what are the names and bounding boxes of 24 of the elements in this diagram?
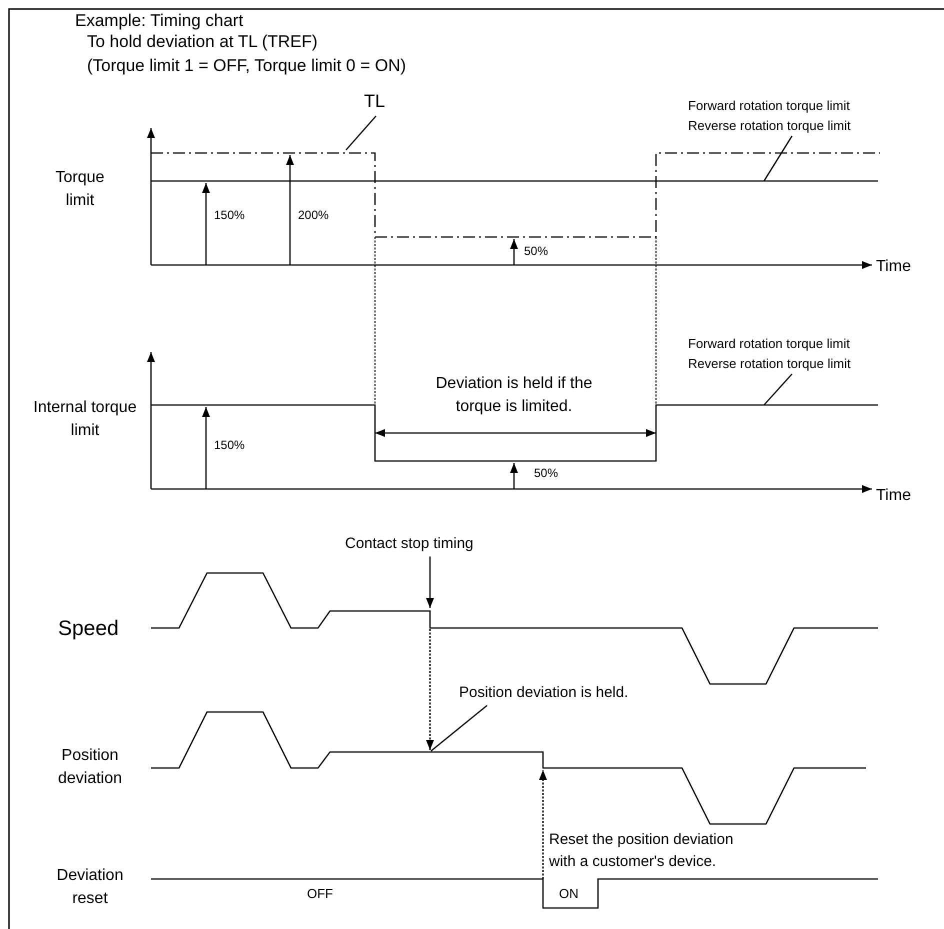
leader-line (764, 374, 792, 406)
value-label: 200% (298, 207, 329, 224)
leader-line (346, 116, 376, 150)
axis-label: Internal torque limit (32, 398, 138, 442)
value-label: 150% (214, 437, 245, 454)
subtitle: To hold deviation at TL (TREF) (87, 31, 318, 53)
signal-label: Position deviation (56, 746, 124, 790)
signal-label: Deviation reset (56, 866, 124, 910)
value-label: 50% (524, 243, 548, 260)
axis-label: Torque limit (54, 168, 106, 212)
value-label: 150% (214, 207, 245, 224)
arrow (426, 556, 434, 608)
value-label: 50% (534, 465, 558, 482)
state-label: ON (559, 885, 578, 903)
axis-label: Time (876, 486, 911, 506)
state-label: OFF (307, 885, 333, 903)
annotation-text: Reset the position deviation with a customer's device. (549, 830, 734, 872)
leader-line (763, 136, 793, 182)
annotation-text: Deviation is held if the torque is limited. (434, 374, 594, 418)
leader-line (430, 705, 488, 752)
signal-label: Speed (58, 616, 119, 642)
condition-note: (Torque limit 1 = OFF, Torque limit 0 = ON) (87, 55, 406, 77)
axis-label: Time (876, 257, 911, 277)
chart-title: Example: Timing chart (75, 10, 244, 32)
